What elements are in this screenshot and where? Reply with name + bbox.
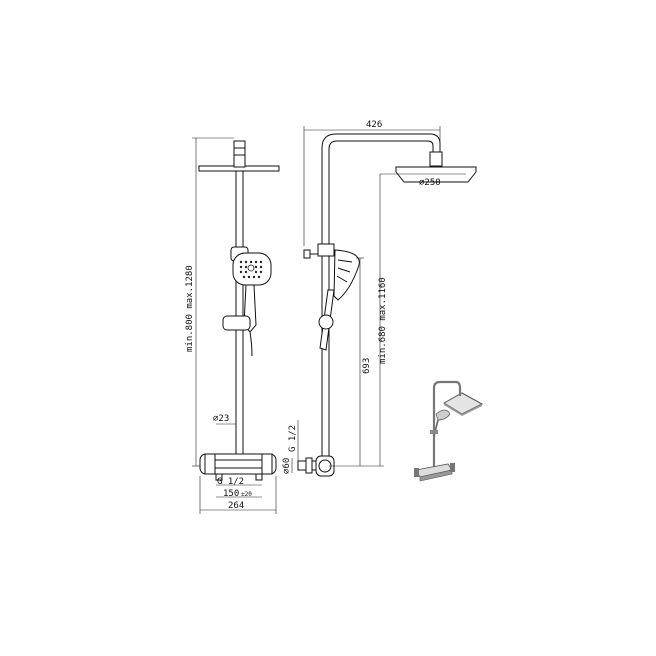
front-view [198, 140, 280, 481]
thumb-hand-shower [435, 409, 451, 421]
hand-shower-nozzles [239, 260, 263, 279]
side-height-label: min.680 max.1160 [378, 277, 388, 364]
inlet-spacing-tolerance: ±20 [241, 491, 252, 498]
front-dimensions: min.800 max.1280 ⌀23 G 1/2 150 ±20 264 [185, 137, 277, 514]
outlet-diameter-label: ⌀60 [282, 458, 292, 474]
perspective-thumbnail [414, 380, 484, 482]
thumb-riser-arm [432, 380, 462, 468]
inlet-spacing-label: 150 [223, 489, 239, 499]
side-handset-holder [318, 314, 334, 330]
front-hose [249, 331, 253, 357]
side-overhead-head [395, 166, 477, 183]
side-dimensions: 426 ⌀250 min.680 max.1160 693 G 1/2 ⌀60 [282, 120, 466, 474]
front-inlet-left [215, 473, 223, 481]
side-riser-arm [321, 133, 441, 466]
front-inlet-right [255, 473, 263, 481]
front-height-label: min.800 max.1280 [185, 265, 195, 352]
front-hand-shower-head [232, 252, 272, 286]
head-diameter-label: ⌀250 [419, 178, 441, 188]
inlet-thread-label: G 1/2 [217, 477, 244, 487]
side-head-connector [429, 151, 443, 167]
outlet-thread-label: G 1/2 [288, 425, 298, 452]
thumb-overhead-head [443, 392, 484, 415]
front-mixer-right-knob [261, 453, 273, 475]
arm-reach-label: 426 [366, 120, 382, 130]
handset-height-label: 693 [362, 358, 372, 374]
side-hand-shower-head [333, 249, 360, 301]
side-slider-bracket [317, 243, 335, 257]
side-view [297, 133, 477, 477]
front-thermostatic-mixer [199, 453, 277, 475]
front-head-connector [233, 140, 246, 168]
pipe-diameter-label: ⌀23 [213, 414, 229, 424]
overall-width-label: 264 [228, 501, 244, 511]
front-handset-holder [222, 315, 251, 331]
front-mixer-left-knob [204, 453, 216, 475]
